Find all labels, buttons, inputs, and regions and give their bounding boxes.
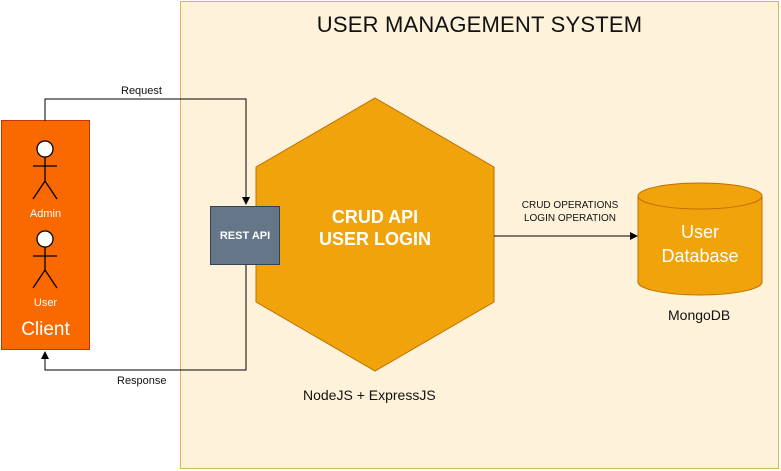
client-label: Client	[21, 319, 70, 340]
service-line-2: USER LOGIN	[318, 229, 431, 249]
request-label: Request	[121, 85, 162, 97]
admin-label: Admin	[29, 208, 62, 220]
operations-line-2: LOGIN OPERATION	[523, 213, 617, 224]
response-label: Response	[117, 375, 167, 387]
service-caption: NodeJS + ExpressJS	[303, 387, 436, 403]
admin-actor-icon	[32, 140, 58, 200]
database-line-1: User	[680, 222, 719, 242]
response-edge	[41, 265, 247, 371]
user-label: User	[33, 297, 58, 309]
request-edge	[44, 98, 250, 205]
database-cylinder-shape	[637, 182, 763, 296]
operations-line-1: CRUD OPERATIONS	[521, 200, 619, 211]
system-title: USER MANAGEMENT SYSTEM	[316, 12, 643, 37]
database-label: User Database	[637, 220, 763, 268]
rest-api-box: REST API	[210, 206, 280, 265]
database-line-2: Database	[661, 246, 739, 266]
user-actor-icon	[32, 230, 58, 289]
operations-label: CRUD OPERATIONS LOGIN OPERATION	[505, 199, 635, 225]
service-line-1: CRUD API	[331, 207, 419, 227]
database-caption: MongoDB	[668, 307, 731, 323]
service-hexagon-shape	[255, 97, 495, 372]
service-label: CRUD API USER LOGIN	[275, 206, 475, 250]
rest-api-label: REST API	[219, 229, 271, 242]
